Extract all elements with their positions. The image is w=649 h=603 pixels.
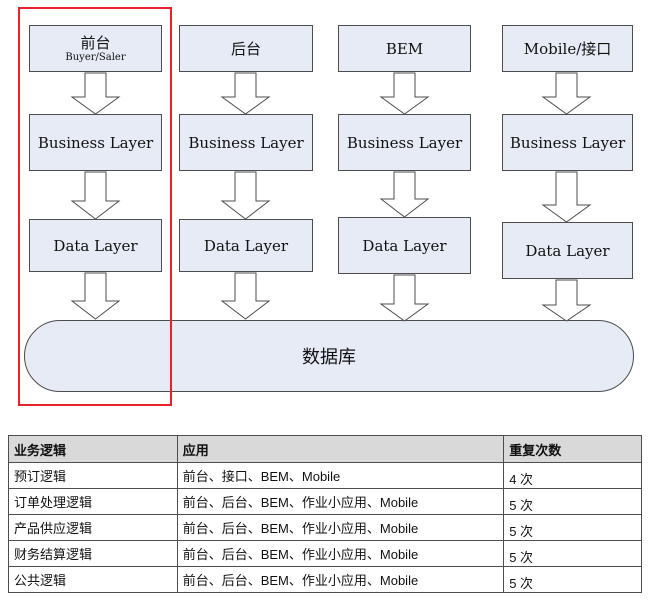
down-arrow-icon	[70, 272, 121, 320]
down-arrow-icon	[220, 72, 271, 115]
mobile-box: Mobile/接口	[502, 25, 633, 72]
business-layer-label: Business Layer	[346, 133, 463, 152]
table-cell: 前台、接口、BEM、Mobile	[176, 462, 505, 489]
bem-label: BEM	[385, 39, 424, 58]
down-arrow-icon	[541, 72, 592, 115]
data-layer-label: Data Layer	[362, 236, 447, 255]
table-cell: 订单处理逻辑	[8, 488, 178, 515]
data-layer-label: Data Layer	[203, 236, 289, 255]
column-header: 业务逻辑	[8, 435, 178, 463]
down-arrow-icon	[70, 72, 121, 115]
down-arrow-icon	[379, 72, 430, 115]
business-layer-label: Business Layer	[37, 133, 154, 152]
down-arrow-icon	[541, 171, 592, 223]
table-cell: 5 次	[503, 540, 642, 567]
table-header-row: 业务逻辑 应用 重复次数	[8, 435, 642, 463]
data-layer-box-bem: Data Layer	[338, 217, 471, 274]
frontend-sublabel: Buyer/Saler	[65, 51, 126, 63]
table-cell: 前台、后台、BEM、作业小应用、Mobile	[176, 488, 505, 515]
database-cylinder: 数据库	[24, 320, 634, 392]
down-arrow-icon	[220, 171, 271, 220]
backend-box: 后台	[179, 25, 313, 72]
business-layer-box-frontend: Business Layer	[29, 114, 162, 171]
table-row: 产品供应逻辑 前台、后台、BEM、作业小应用、Mobile 5 次	[8, 514, 642, 541]
business-layer-box-mobile: Business Layer	[502, 114, 633, 171]
duplication-table: 业务逻辑 应用 重复次数 预订逻辑 前台、接口、BEM、Mobile 4 次 订…	[8, 435, 642, 593]
table-cell: 产品供应逻辑	[8, 514, 178, 541]
table-cell: 5 次	[503, 488, 642, 515]
table-cell: 前台、后台、BEM、作业小应用、Mobile	[176, 514, 505, 541]
down-arrow-icon	[70, 171, 121, 220]
data-layer-label: Data Layer	[525, 241, 610, 260]
frontend-label: 前台	[80, 33, 111, 52]
table-cell: 财务结算逻辑	[8, 540, 178, 567]
arrows-layer	[70, 72, 592, 322]
down-arrow-icon	[541, 279, 592, 322]
table-cell: 5 次	[503, 514, 642, 541]
table-cell: 公共逻辑	[8, 566, 178, 593]
table-cell: 5 次	[503, 566, 642, 593]
data-layer-label: Data Layer	[53, 236, 138, 255]
table-row: 预订逻辑 前台、接口、BEM、Mobile 4 次	[8, 462, 642, 489]
frontend-box: 前台 Buyer/Saler	[29, 25, 162, 72]
column-header: 应用	[176, 435, 505, 463]
table-row: 公共逻辑 前台、后台、BEM、作业小应用、Mobile 5 次	[8, 566, 642, 593]
down-arrow-icon	[379, 274, 430, 322]
backend-label: 后台	[230, 39, 261, 58]
architecture-diagram: 前台 Buyer/Saler Business Layer Data Layer…	[18, 7, 634, 406]
bem-box: BEM	[338, 25, 471, 72]
business-layer-label: Business Layer	[509, 133, 626, 152]
mobile-label: Mobile/接口	[523, 39, 612, 58]
table-row: 订单处理逻辑 前台、后台、BEM、作业小应用、Mobile 5 次	[8, 488, 642, 515]
data-layer-box-frontend: Data Layer	[29, 219, 162, 272]
data-layer-box-backend: Data Layer	[179, 219, 313, 272]
table-cell: 前台、后台、BEM、作业小应用、Mobile	[176, 566, 505, 593]
highlight-frame	[18, 7, 172, 406]
table-row: 财务结算逻辑 前台、后台、BEM、作业小应用、Mobile 5 次	[8, 540, 642, 567]
table-cell: 预订逻辑	[8, 462, 178, 489]
business-layer-box-bem: Business Layer	[338, 114, 471, 171]
table-cell: 4 次	[503, 462, 642, 489]
down-arrow-icon	[220, 272, 271, 320]
business-layer-label: Business Layer	[188, 133, 304, 152]
column-header: 重复次数	[503, 435, 642, 463]
data-layer-box-mobile: Data Layer	[502, 222, 633, 279]
table-cell: 前台、后台、BEM、作业小应用、Mobile	[176, 540, 505, 567]
business-layer-box-backend: Business Layer	[179, 114, 313, 171]
database-label: 数据库	[302, 347, 356, 368]
down-arrow-icon	[379, 171, 430, 218]
